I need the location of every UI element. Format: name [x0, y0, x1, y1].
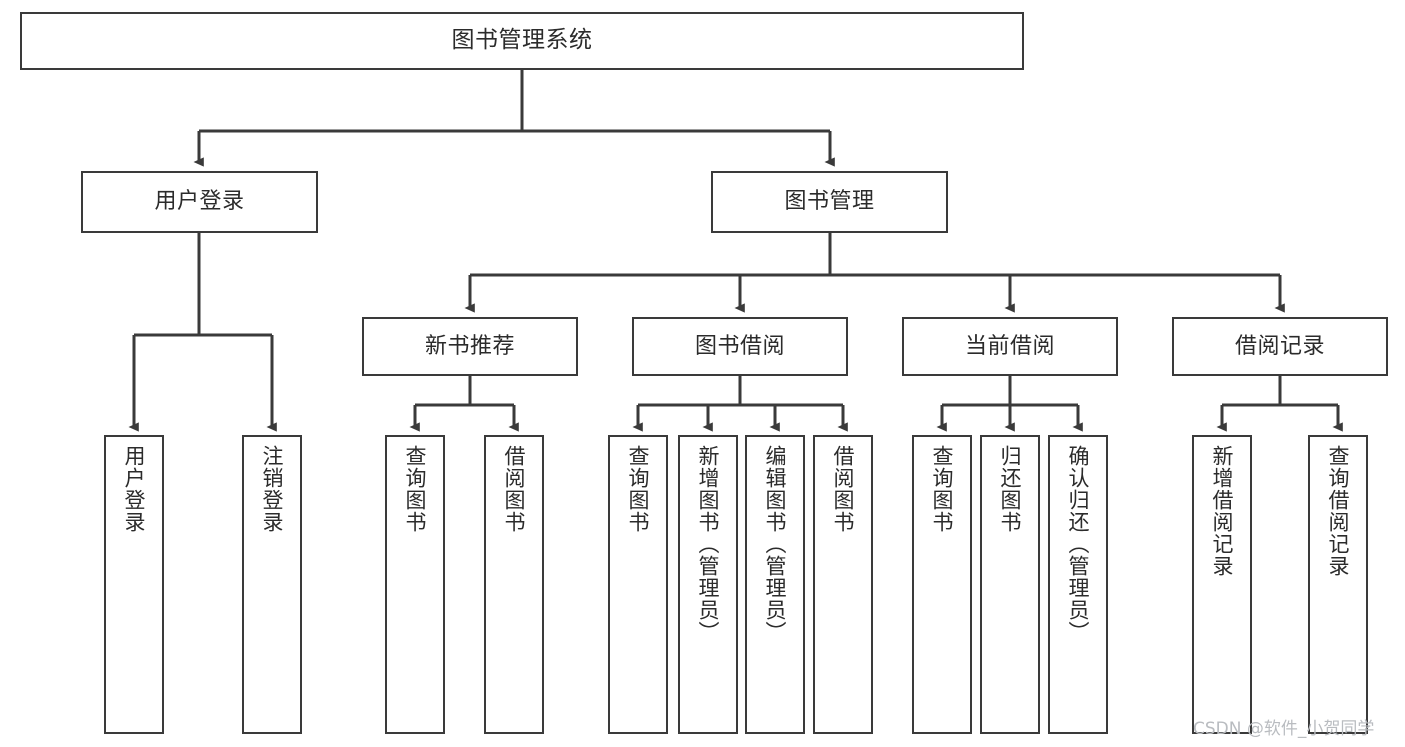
node-leaf-logout[interactable]: 注销登录 — [242, 435, 302, 734]
node-label: 新书推荐 — [424, 333, 515, 359]
node-leaf-query-book-recommend[interactable]: 查询图书 — [385, 435, 445, 734]
node-user-login[interactable]: 用户登录 — [81, 171, 318, 233]
node-borrow-record[interactable]: 借阅记录 — [1172, 317, 1388, 376]
node-label: 新增图书（管理员） — [696, 445, 721, 643]
node-label: 借阅图书 — [831, 445, 856, 533]
node-current-borrow[interactable]: 当前借阅 — [902, 317, 1118, 376]
node-label: 新增借阅记录 — [1210, 445, 1235, 577]
node-leaf-add-borrow-record[interactable]: 新增借阅记录 — [1192, 435, 1252, 734]
node-leaf-edit-book-admin[interactable]: 编辑图书（管理员） — [745, 435, 805, 734]
node-label: 注销登录 — [260, 445, 285, 533]
node-leaf-query-borrow-record[interactable]: 查询借阅记录 — [1308, 435, 1368, 734]
node-new-book-recommend[interactable]: 新书推荐 — [362, 317, 578, 376]
node-book-borrow[interactable]: 图书借阅 — [632, 317, 848, 376]
node-leaf-return-book[interactable]: 归还图书 — [980, 435, 1040, 734]
node-label: 查询借阅记录 — [1326, 445, 1351, 577]
node-label: 确认归还（管理员） — [1066, 445, 1091, 643]
node-leaf-borrow-book[interactable]: 借阅图书 — [813, 435, 873, 734]
node-label: 借阅记录 — [1234, 333, 1325, 359]
node-label: 当前借阅 — [964, 333, 1055, 359]
node-label: 查询图书 — [930, 445, 955, 533]
node-leaf-query-book-current[interactable]: 查询图书 — [912, 435, 972, 734]
node-label: 借阅图书 — [502, 445, 527, 533]
node-leaf-add-book-admin[interactable]: 新增图书（管理员） — [678, 435, 738, 734]
node-label: 用户登录 — [122, 445, 147, 533]
node-label: 编辑图书（管理员） — [763, 445, 788, 643]
node-label: 图书管理系统 — [451, 27, 593, 54]
node-label: 图书管理 — [784, 189, 875, 215]
node-leaf-borrow-book-recommend[interactable]: 借阅图书 — [484, 435, 544, 734]
node-leaf-confirm-return-admin[interactable]: 确认归还（管理员） — [1048, 435, 1108, 734]
node-book-management[interactable]: 图书管理 — [711, 171, 948, 233]
node-label: 归还图书 — [998, 445, 1023, 533]
node-leaf-query-book-borrow[interactable]: 查询图书 — [608, 435, 668, 734]
node-label: 查询图书 — [626, 445, 651, 533]
watermark-csdn: CSDN @软件_小贺同学 — [1193, 719, 1375, 739]
node-leaf-user-login[interactable]: 用户登录 — [104, 435, 164, 734]
node-root-book-management-system[interactable]: 图书管理系统 — [20, 12, 1024, 70]
node-label: 用户登录 — [154, 189, 245, 215]
node-label: 图书借阅 — [694, 333, 785, 359]
node-label: 查询图书 — [403, 445, 428, 533]
